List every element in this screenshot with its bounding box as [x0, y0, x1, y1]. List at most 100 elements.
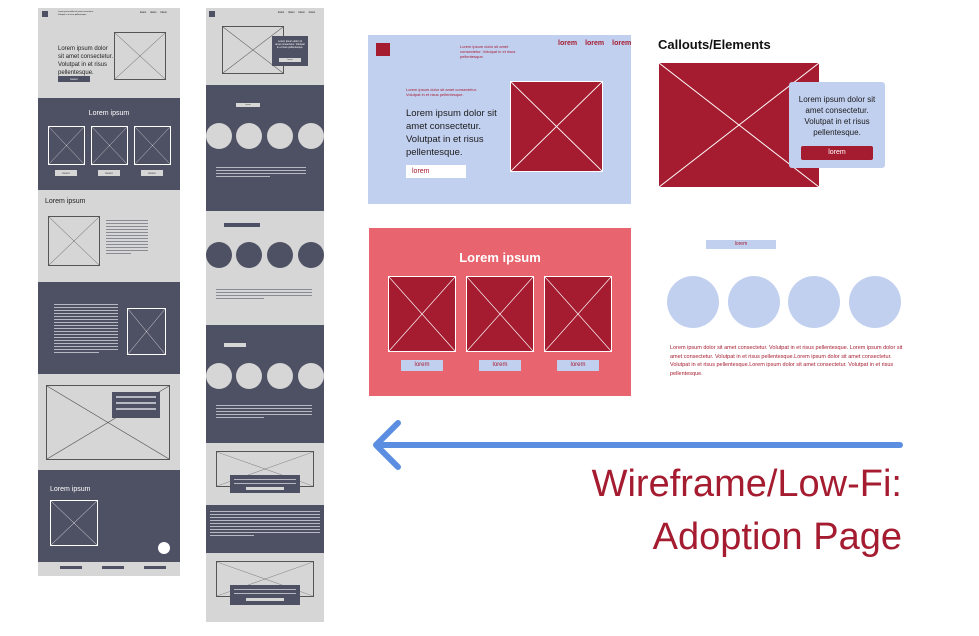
hero-button[interactable]: lorem	[406, 165, 466, 178]
circle-placeholder	[788, 276, 840, 328]
nav-link[interactable]: lorem	[160, 11, 167, 14]
section-label	[224, 343, 246, 347]
circle-placeholder	[728, 276, 780, 328]
image-placeholder	[510, 81, 603, 172]
nav-links: lorem lorem lorem lorem	[278, 11, 324, 14]
small-text: Lorem ipsum dolor sit amet consectetur. …	[406, 87, 477, 97]
callout-box	[112, 392, 160, 418]
circles-paragraph: Lorem ipsum dolor sit amet consectetur. …	[670, 345, 903, 377]
feature-button[interactable]: lorem	[401, 360, 443, 371]
circle-placeholder	[206, 242, 232, 268]
image-callout-section	[206, 443, 324, 505]
circle-placeholder	[236, 363, 262, 389]
logo-placeholder	[42, 11, 48, 17]
circle-placeholder	[298, 123, 324, 149]
text-block	[106, 220, 148, 256]
nav-link[interactable]: lorem	[288, 11, 295, 14]
nav-link[interactable]: lorem	[278, 11, 285, 14]
callout-text: Lorem ipsum dolor sit amet consectetur. …	[275, 40, 305, 49]
circles-section-dark-2	[206, 325, 324, 443]
circle-placeholder	[849, 276, 901, 328]
feature-button[interactable]: lorem	[479, 360, 521, 371]
feature-button[interactable]: lorem	[98, 170, 120, 176]
text-section-dark	[206, 505, 324, 553]
feature-button[interactable]: lorem	[557, 360, 599, 371]
circles-label: lorem	[706, 240, 776, 249]
circle-placeholder	[206, 363, 232, 389]
chat-bubble-icon[interactable]	[158, 542, 170, 554]
circle-placeholder	[267, 242, 293, 268]
section-title: Lorem ipsum	[88, 110, 130, 117]
nav-link[interactable]: lorem	[558, 40, 578, 47]
nav-link[interactable]: lorem	[298, 11, 305, 14]
section-title: Lorem ipsum	[45, 198, 86, 205]
hero-component: Lorem ipsum dolor sit amet consectetur. …	[368, 35, 631, 204]
hero-text: Lorem ipsum dolor sit amet consectetur. …	[58, 46, 114, 76]
wireframe-column-2: lorem lorem lorem lorem Lorem ipsum dolo…	[206, 8, 324, 622]
circles-section-light	[206, 211, 324, 325]
section-title: Lorem ipsum	[459, 250, 541, 265]
image-placeholder	[388, 276, 456, 352]
footer-link[interactable]	[144, 566, 166, 569]
circle-placeholder	[267, 123, 293, 149]
page-title-line-1: Wireframe/Low-Fi:	[591, 463, 902, 505]
logo-placeholder	[376, 43, 390, 56]
circle-placeholder	[236, 242, 262, 268]
nav-link[interactable]: lorem	[612, 40, 632, 47]
callout-button[interactable]: lorem	[279, 58, 301, 62]
section-label	[224, 223, 260, 227]
feature-button[interactable]: lorem	[141, 170, 163, 176]
page-title-line-2: Adoption Page	[652, 516, 902, 558]
circle-placeholder	[298, 242, 324, 268]
callouts-title: Callouts/Elements	[658, 37, 771, 52]
story-section	[38, 282, 180, 374]
text-block	[210, 511, 320, 538]
callout-bar	[230, 475, 300, 493]
section-title: Lorem ipsum	[50, 486, 91, 493]
circle-placeholder	[206, 123, 232, 149]
nav-link[interactable]: lorem	[585, 40, 605, 47]
arrow-left-icon	[373, 420, 903, 470]
logo-placeholder	[209, 11, 215, 17]
callout-card: Lorem ipsum dolor sit amet consectetur. …	[272, 36, 308, 66]
footer-section: Lorem ipsum	[38, 470, 180, 562]
text-block	[216, 289, 312, 301]
image-placeholder	[48, 126, 85, 165]
footer-link[interactable]	[60, 566, 82, 569]
text-block	[216, 405, 312, 420]
circle-placeholder	[236, 123, 262, 149]
header-text: Lorem ipsum dolor sit amet consectetur. …	[58, 11, 94, 16]
section-label: lorem	[236, 103, 260, 107]
image-placeholder	[114, 32, 166, 80]
circles-section-dark: lorem	[206, 85, 324, 211]
wireframe-column-1: Lorem ipsum dolor sit amet consectetur. …	[38, 8, 180, 576]
text-block	[216, 167, 306, 179]
image-placeholder	[466, 276, 534, 352]
feature-section: Lorem ipsum lorem lorem lorem	[38, 98, 180, 190]
header-text: Lorem ipsum dolor sit amet consectetur. …	[460, 44, 516, 59]
image-placeholder	[127, 308, 166, 355]
image-placeholder	[48, 216, 100, 266]
nav-link[interactable]: lorem	[150, 11, 157, 14]
image-placeholder	[91, 126, 128, 165]
coral-feature-section: Lorem ipsum lorem lorem lorem	[369, 228, 631, 396]
callout-bar	[230, 585, 300, 605]
text-block	[54, 304, 118, 355]
feature-button[interactable]: lorem	[55, 170, 77, 176]
nav-links: lorem lorem lorem	[558, 40, 631, 47]
callout-button[interactable]: lorem	[801, 146, 873, 160]
hero-button[interactable]: lorem	[58, 76, 90, 82]
callout-text: Lorem ipsum dolor sit amet consectetur. …	[798, 95, 876, 137]
image-placeholder	[134, 126, 171, 165]
nav-link[interactable]: lorem	[140, 11, 147, 14]
image-callout-section-2	[206, 553, 324, 622]
nav-links: lorem lorem lorem	[140, 11, 180, 14]
circle-placeholder	[667, 276, 719, 328]
footer-link[interactable]	[102, 566, 124, 569]
nav-link[interactable]: lorem	[308, 11, 316, 14]
image-placeholder	[50, 500, 98, 546]
image-placeholder	[544, 276, 612, 352]
circle-placeholder	[267, 363, 293, 389]
callout-card: Lorem ipsum dolor sit amet consectetur. …	[789, 82, 885, 168]
circle-placeholder	[298, 363, 324, 389]
